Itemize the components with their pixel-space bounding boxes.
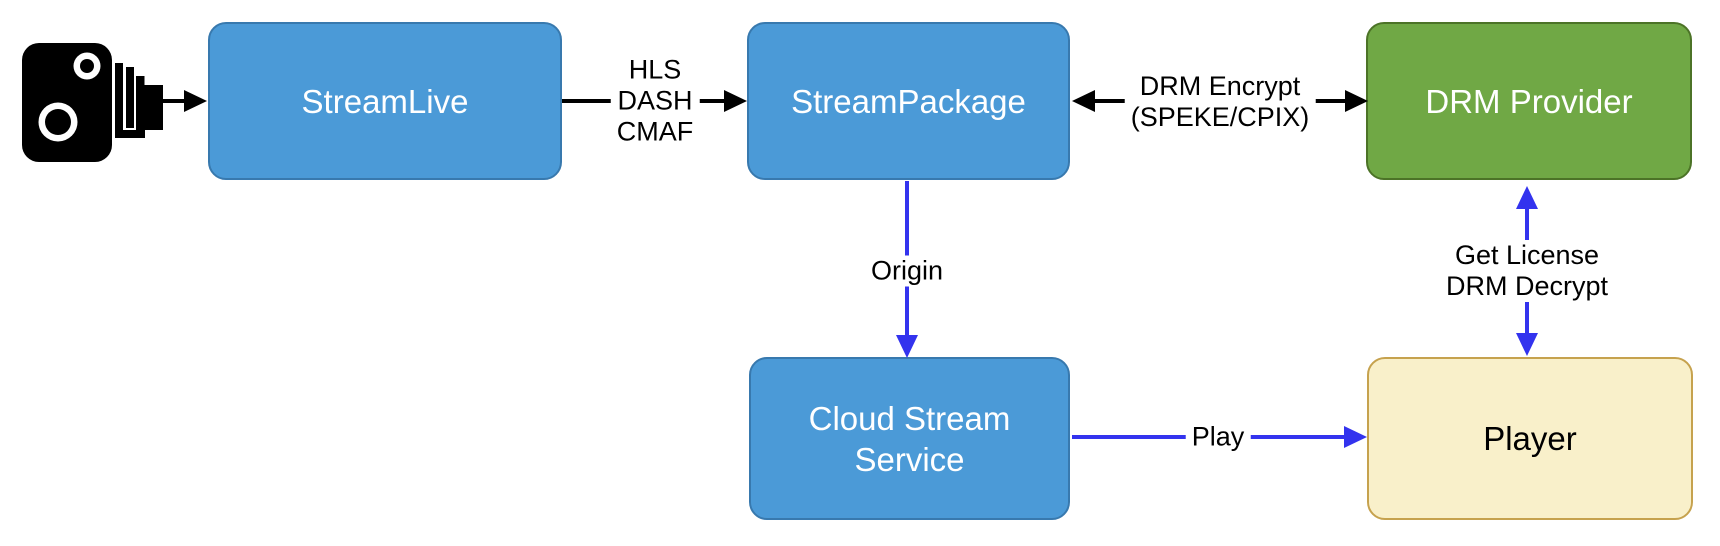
edge-play-label: Play xyxy=(1185,421,1251,453)
edge-stream-formats-label-line1: HLS xyxy=(628,54,682,85)
node-cloud-stream-service-label-line2: Service xyxy=(854,440,965,478)
node-streampackage: StreamPackage xyxy=(747,22,1070,180)
edge-get-license-label-line2: DRM Decrypt xyxy=(1445,271,1609,301)
edge-origin-arrowhead xyxy=(896,335,918,358)
edge-stream-formats-label: HLS DASH CMAF xyxy=(610,54,700,148)
edge-stream-formats-label-line2: DASH xyxy=(617,85,693,116)
edge-drm-encrypt-arrowhead-left xyxy=(1072,90,1095,112)
node-drm-provider: DRM Provider xyxy=(1366,22,1692,180)
node-cloud-stream-service-label-line1: Cloud Stream xyxy=(808,399,1011,437)
node-streampackage-label: StreamPackage xyxy=(791,82,1026,120)
edge-drm-encrypt-label-line1: DRM Encrypt xyxy=(1139,71,1301,101)
node-streamlive-label: StreamLive xyxy=(301,82,469,120)
video-camera-icon xyxy=(22,43,163,162)
node-player: Player xyxy=(1367,357,1693,520)
edge-drm-encrypt-label-line2: (SPEKE/CPIX) xyxy=(1130,102,1310,132)
edge-origin-label-text: Origin xyxy=(870,255,944,286)
edge-get-license-arrowhead-down xyxy=(1516,333,1538,356)
edge-ingest-arrowhead xyxy=(184,90,207,112)
edge-play-arrowhead xyxy=(1344,426,1367,448)
edge-get-license-arrowhead-up xyxy=(1516,186,1538,209)
node-cloud-stream-service: Cloud Stream Service xyxy=(749,357,1070,520)
edge-stream-formats-arrowhead xyxy=(724,90,747,112)
edge-origin-label: Origin xyxy=(864,255,950,287)
edge-get-license-label-line1: Get License xyxy=(1454,240,1600,270)
edge-play-label-text: Play xyxy=(1191,421,1245,452)
edge-ingest-line xyxy=(160,99,188,103)
node-player-label: Player xyxy=(1483,420,1577,457)
edge-drm-encrypt-arrowhead-right xyxy=(1345,90,1368,112)
node-drm-provider-label: DRM Provider xyxy=(1425,82,1633,120)
edge-stream-formats-label-line3: CMAF xyxy=(616,116,694,147)
node-streamlive: StreamLive xyxy=(208,22,562,180)
edge-get-license-label: Get License DRM Decrypt xyxy=(1439,240,1615,302)
edge-drm-encrypt-label: DRM Encrypt (SPEKE/CPIX) xyxy=(1124,71,1316,133)
